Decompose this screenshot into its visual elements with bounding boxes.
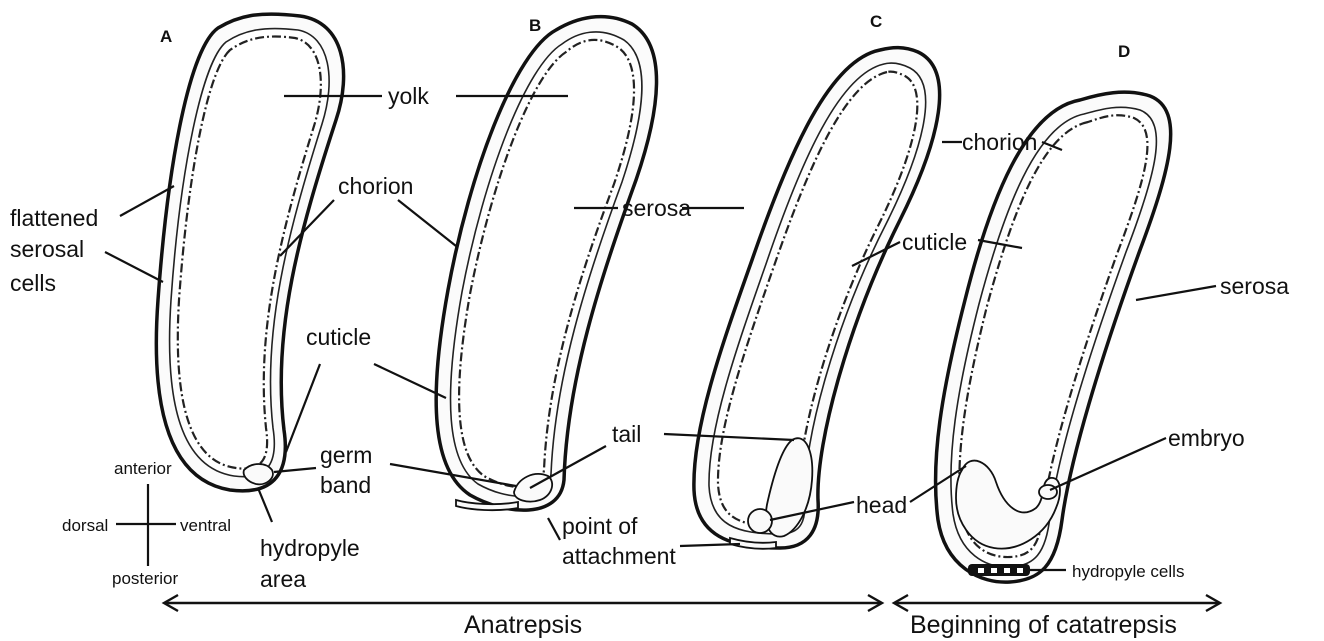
label-hydropyle: hydropyle: [260, 535, 360, 561]
label-flattened: flattened: [10, 205, 98, 231]
panel-label-d: D: [1118, 42, 1130, 61]
egg-c-head: [748, 509, 772, 533]
label-cuticle-ab: cuticle: [306, 324, 371, 350]
orientation-anterior: anterior: [114, 459, 172, 478]
label-head: head: [856, 492, 907, 518]
egg-c: [694, 48, 940, 549]
label-serosa-d: serosa: [1220, 273, 1289, 299]
label-cuticle-cd: cuticle: [902, 229, 967, 255]
label-germ: germ: [320, 442, 372, 468]
label-band: band: [320, 472, 371, 498]
label-hydropyle-cells: hydropyle cells: [1072, 562, 1184, 581]
orientation-posterior: posterior: [112, 569, 178, 588]
label-chorion-d: chorion: [962, 129, 1037, 155]
panel-label-c: C: [870, 12, 882, 31]
egg-d: [936, 92, 1171, 582]
label-attachment: attachment: [562, 543, 676, 569]
phase-anatrepsis: Anatrepsis: [464, 611, 582, 639]
phase-arrows: [164, 595, 1220, 611]
label-area: area: [260, 566, 306, 592]
label-yolk: yolk: [388, 83, 429, 109]
egg-a-hydropyle-area: [244, 464, 273, 484]
label-chorion-ab: chorion: [338, 173, 413, 199]
panel-label-a: A: [160, 27, 172, 46]
panel-label-b: B: [529, 16, 541, 35]
label-tail: tail: [612, 421, 641, 447]
label-cells: cells: [10, 270, 56, 296]
label-point-of: point of: [562, 513, 638, 539]
label-serosal: serosal: [10, 236, 84, 262]
orientation-dorsal: dorsal: [62, 516, 108, 535]
orientation-cross: [116, 484, 176, 566]
label-serosa-bc: serosa: [622, 195, 691, 221]
egg-a: [156, 14, 343, 491]
orientation-ventral: ventral: [180, 516, 231, 535]
label-embryo: embryo: [1168, 425, 1245, 451]
phase-catatrepsis: Beginning of catatrepsis: [910, 611, 1177, 639]
